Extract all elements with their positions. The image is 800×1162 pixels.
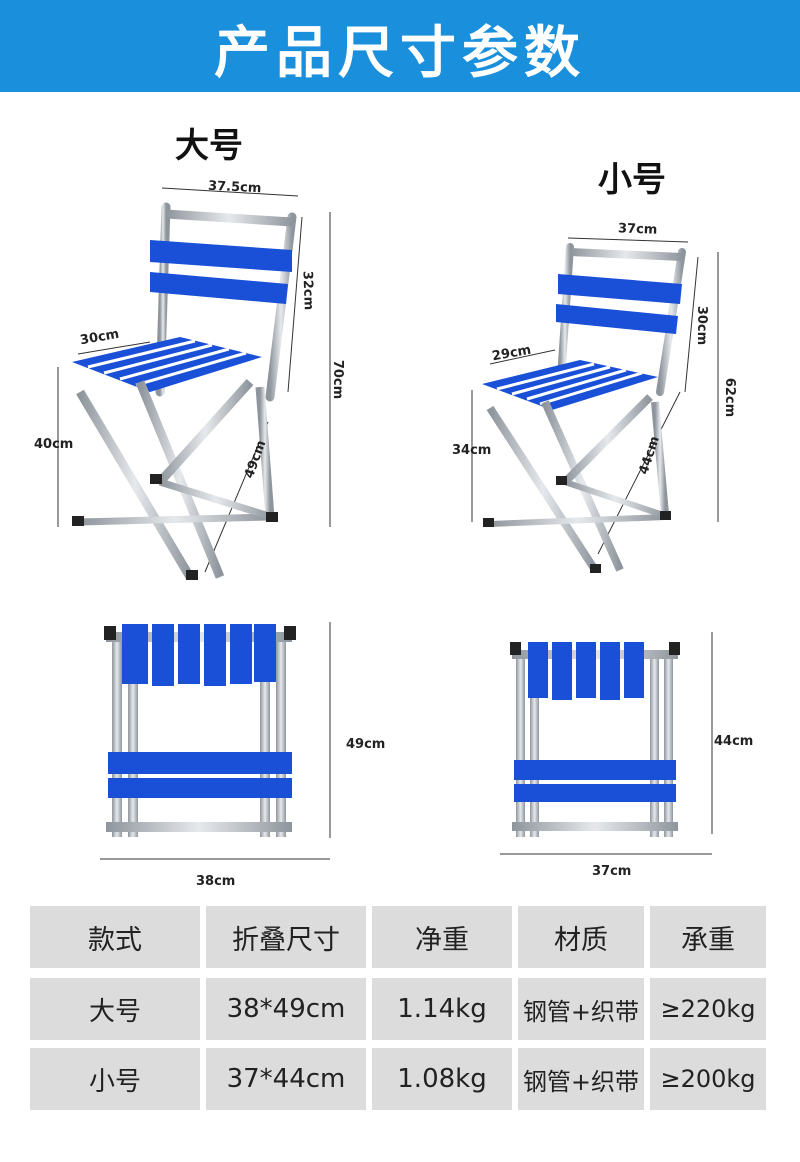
large-dim-folded-height: 49cm <box>346 737 386 752</box>
small-folded-image <box>500 632 713 855</box>
header-cell-material: 材质 <box>518 906 644 968</box>
small-dim-top: 37cm <box>617 221 658 238</box>
table-header-row: 款式 折叠尺寸 净重 材质 承重 <box>30 906 766 968</box>
small-dim-height: 62cm <box>722 377 738 418</box>
cell-folded-size: 37*44cm <box>206 1048 366 1110</box>
large-dim-seat-height: 40cm <box>34 437 74 452</box>
table-row: 大号 38*49cm 1.14kg 钢管+织带 ≥220kg <box>30 978 766 1040</box>
large-dim-height: 70cm <box>330 359 346 400</box>
table-row: 小号 37*44cm 1.08kg 钢管+织带 ≥200kg <box>30 1048 766 1110</box>
header-cell-weight: 净重 <box>372 906 512 968</box>
header-cell-folded-size: 折叠尺寸 <box>206 906 366 968</box>
large-dim-back: 32cm <box>299 270 316 311</box>
small-size-label: 小号 <box>598 160 666 200</box>
small-dim-folded-height: 44cm <box>714 734 754 749</box>
large-size-label: 大号 <box>175 126 243 166</box>
header-cell-load: 承重 <box>650 906 766 968</box>
small-chair-image <box>471 237 719 573</box>
large-dim-top: 37.5cm <box>207 178 262 197</box>
cell-weight: 1.14kg <box>372 978 512 1040</box>
header-cell-style: 款式 <box>30 906 200 968</box>
page-title: 产品尺寸参数 <box>214 21 586 86</box>
cell-weight: 1.08kg <box>372 1048 512 1110</box>
chair-illustrations <box>57 187 719 860</box>
cell-style: 小号 <box>30 1048 200 1110</box>
large-dim-folded-width: 38cm <box>196 874 236 889</box>
small-dim-folded-width: 37cm <box>592 864 632 879</box>
cell-load: ≥220kg <box>650 978 766 1040</box>
small-dim-seat-height: 34cm <box>452 443 492 458</box>
cell-style: 大号 <box>30 978 200 1040</box>
large-folded-image <box>100 622 331 860</box>
header-banner: 产品尺寸参数 <box>0 0 800 92</box>
cell-folded-size: 38*49cm <box>206 978 366 1040</box>
cell-material: 钢管+织带 <box>518 978 644 1040</box>
cell-load: ≥200kg <box>650 1048 766 1110</box>
cell-material: 钢管+织带 <box>518 1048 644 1110</box>
small-dim-back: 30cm <box>694 305 710 346</box>
large-chair-image <box>57 187 331 580</box>
